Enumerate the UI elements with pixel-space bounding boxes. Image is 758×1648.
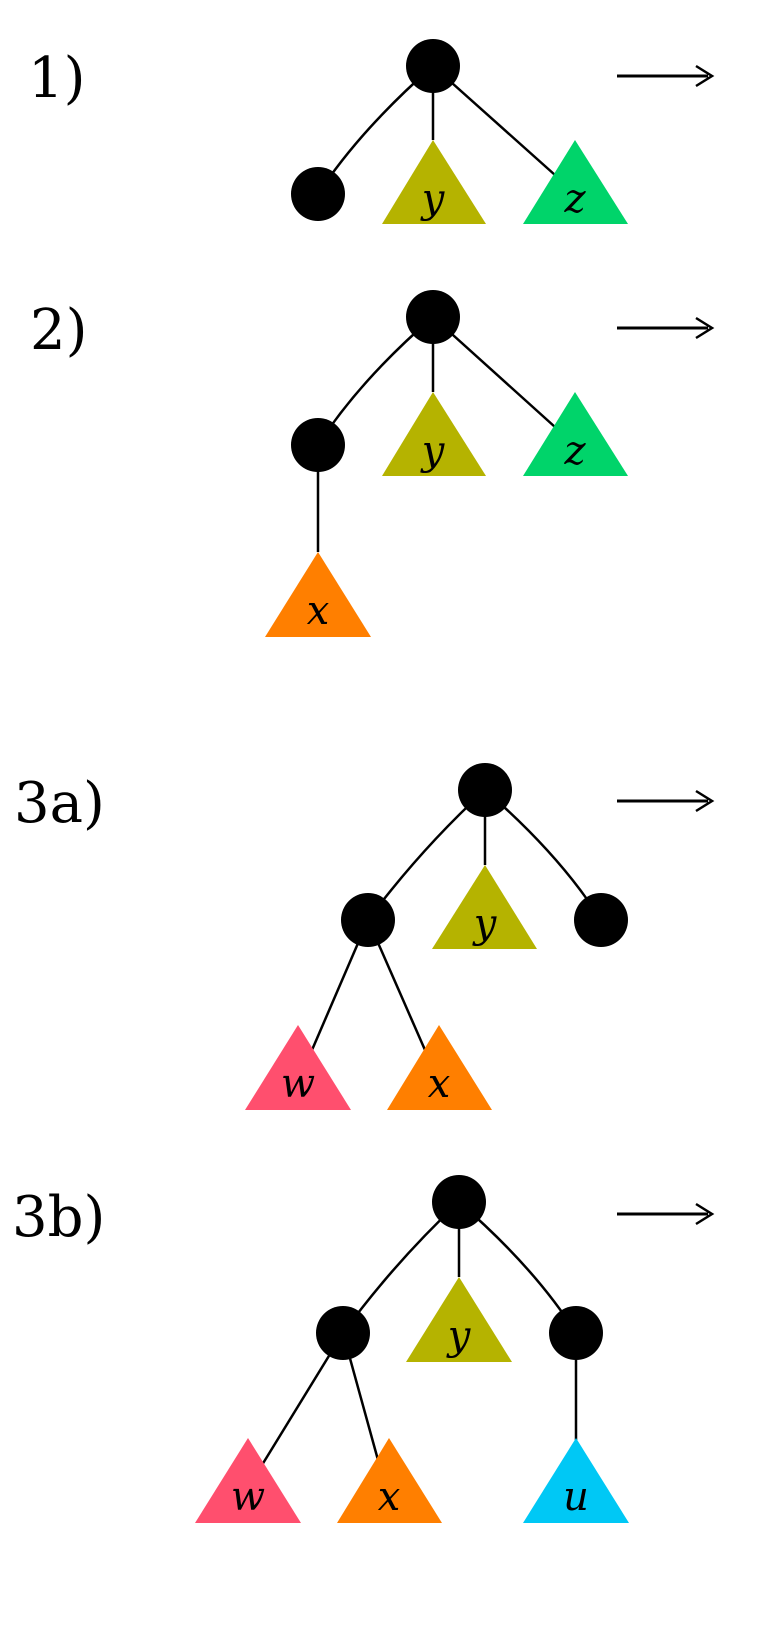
case-3a-subtree-y-label: y	[472, 901, 498, 947]
case-3b-right-node	[549, 1306, 603, 1360]
case-3a-subtree-w	[245, 1025, 351, 1110]
case-3b-root-node	[432, 1175, 486, 1229]
case-1-root-node	[406, 39, 460, 93]
case-3b-subtree-y-label: y	[446, 1313, 472, 1359]
case-3a-left-node	[341, 893, 395, 947]
case-3a-subtree-x-label: x	[428, 1061, 451, 1107]
case-2-subtree-y	[382, 392, 486, 476]
case-3a-subtree-w-label: w	[281, 1061, 315, 1107]
case-2-arrow	[617, 316, 715, 340]
case-1: 1) y z	[28, 39, 715, 224]
case-2: 2) y z x	[30, 290, 715, 637]
case-3b-label: 3b)	[12, 1185, 105, 1250]
case-2-label: 2)	[30, 298, 87, 363]
case-3b-subtree-y	[406, 1277, 512, 1362]
case-1-subtree-y	[382, 140, 486, 224]
case-1-edge-right	[432, 65, 556, 176]
case-3b-subtree-u-label: u	[563, 1474, 589, 1520]
case-3b-subtree-x	[337, 1438, 442, 1523]
case-3a-arrow	[617, 789, 715, 813]
case-3a-right-leaf-node	[574, 893, 628, 947]
case-2-left-node	[291, 418, 345, 472]
case-3b-subtree-x-label: x	[378, 1474, 401, 1520]
case-3b-arrow	[617, 1202, 715, 1226]
case-3b-subtree-w	[195, 1438, 301, 1523]
case-3a-subtree-x	[387, 1025, 492, 1110]
case-3a: 3a) y w x	[14, 763, 715, 1110]
case-3b-subtree-w-label: w	[231, 1474, 265, 1520]
case-1-subtree-z	[523, 140, 628, 224]
case-1-label: 1)	[28, 46, 85, 111]
case-3b: 3b) y w x u	[12, 1175, 715, 1523]
case-1-arrow	[617, 64, 715, 88]
case-2-root-node	[406, 290, 460, 344]
case-1-left-leaf-node	[291, 167, 345, 221]
case-3a-label: 3a)	[14, 771, 105, 836]
case-3a-root-node	[458, 763, 512, 817]
case-3b-left-node	[316, 1306, 370, 1360]
case-2-subtree-y-label: y	[420, 428, 446, 474]
case-3b-subtree-u	[523, 1438, 629, 1523]
case-2-subtree-x	[265, 552, 371, 637]
case-1-subtree-y-label: y	[420, 176, 446, 222]
case-2-subtree-z	[523, 392, 628, 476]
case-2-subtree-x-label: x	[307, 588, 330, 634]
case-2-edge-right	[432, 316, 556, 428]
case-1-subtree-z-label: z	[563, 176, 586, 222]
case-3a-subtree-y	[432, 865, 537, 949]
case-2-subtree-z-label: z	[563, 428, 586, 474]
